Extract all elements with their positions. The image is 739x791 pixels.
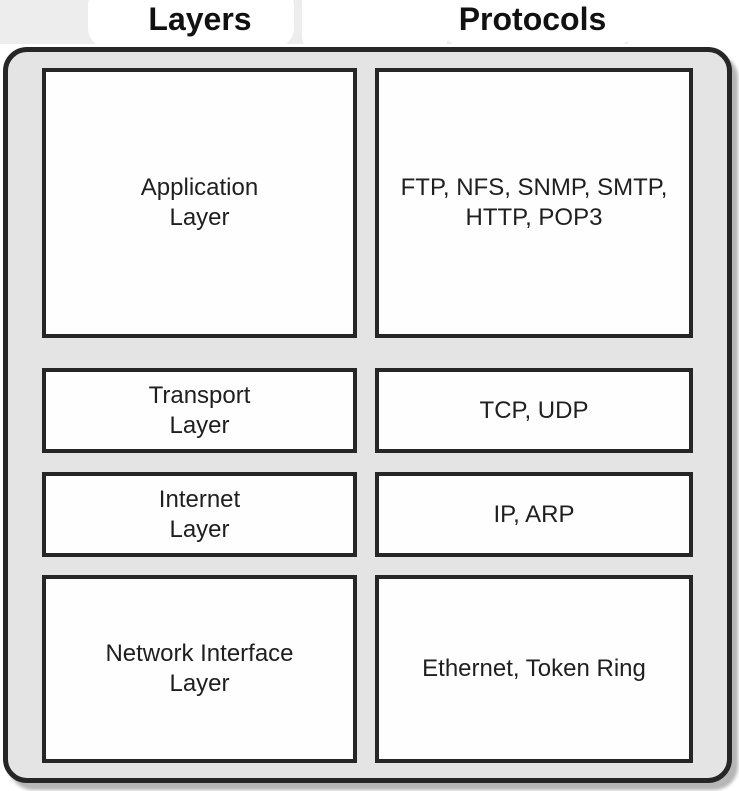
internet-layer-box: Internet Layer <box>42 472 357 557</box>
protocols-column-header: Protocols <box>458 1 607 37</box>
erased-patch <box>442 0 634 46</box>
network-interface-layer-label: Network Interface Layer <box>105 640 294 697</box>
transport-layer-label: Transport Layer <box>148 381 251 439</box>
application-protocols-label: FTP, NFS, SNMP, SMTP, HTTP, POP3 <box>400 174 668 231</box>
network-interface-layer-box: Network Interface Layer <box>42 575 357 763</box>
transport-layer-box: Transport Layer <box>42 368 357 453</box>
erased-patch <box>88 0 294 48</box>
internet-layer-label: Internet Layer <box>158 485 241 543</box>
application-layer-label: Application Layer <box>140 174 259 231</box>
erased-patch <box>626 0 739 54</box>
header-band <box>0 0 739 56</box>
transport-protocols-label: TCP, UDP <box>479 396 589 424</box>
internet-protocols-label: IP, ARP <box>493 500 575 528</box>
transport-protocols-box: TCP, UDP <box>375 368 693 453</box>
layers-column-header: Layers <box>148 1 252 37</box>
network-interface-protocols-box: Ethernet, Token Ring <box>375 575 693 763</box>
network-interface-protocols-label: Ethernet, Token Ring <box>422 655 646 682</box>
internet-protocols-box: IP, ARP <box>375 472 693 557</box>
application-layer-box: Application Layer <box>42 68 357 338</box>
application-protocols-box: FTP, NFS, SNMP, SMTP, HTTP, POP3 <box>375 68 693 338</box>
erased-patch <box>302 0 448 56</box>
